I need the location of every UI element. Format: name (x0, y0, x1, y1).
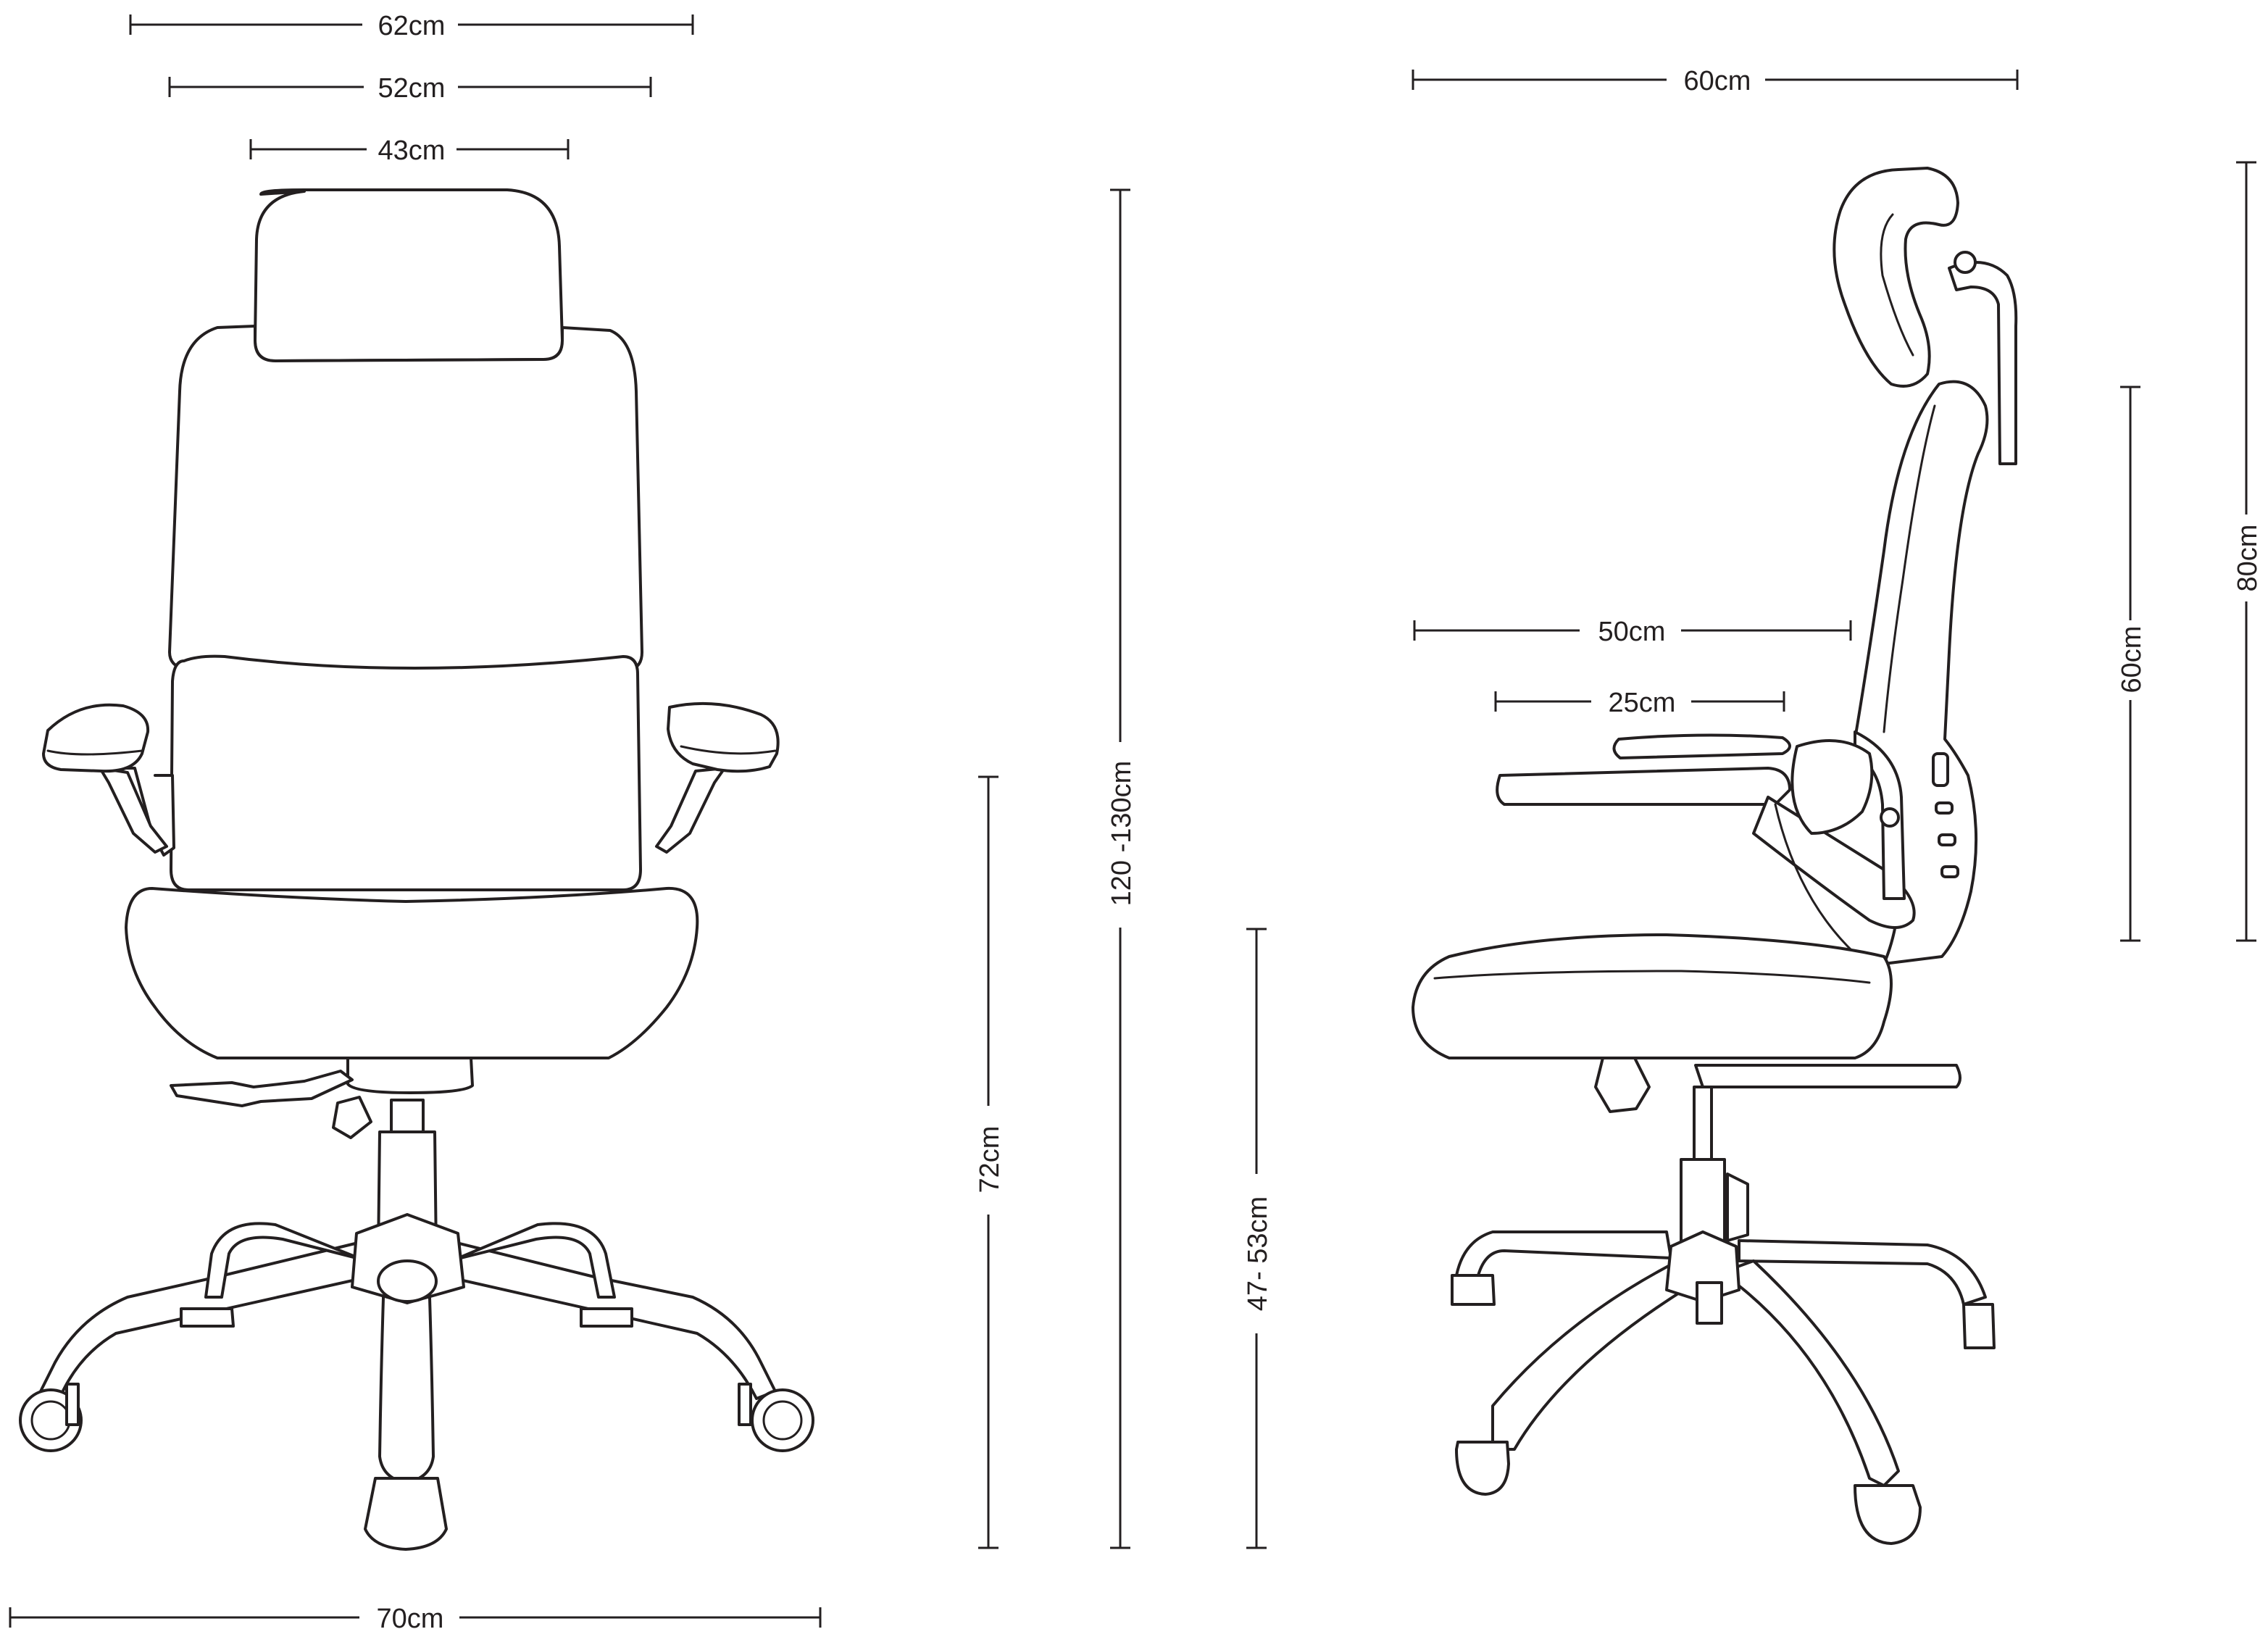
label-50cm: 50cm (1598, 617, 1666, 647)
dimension-seat-height: 47- 53cm (1243, 928, 1273, 1549)
dimension-total-height: 120 -130cm (1106, 188, 1137, 1549)
label-60cm-depth: 60cm (1684, 66, 1751, 96)
front-backrest (168, 325, 643, 671)
label-80cm: 80cm (2232, 525, 2263, 592)
dimension-total-depth: 60cm (1412, 66, 2019, 96)
label-43cm: 43cm (378, 136, 446, 166)
side-headrest (1833, 167, 1959, 388)
label-52cm: 52cm (378, 73, 446, 104)
front-view-chair (19, 188, 814, 1551)
side-armrest (1496, 730, 1916, 955)
label-70cm: 70cm (377, 1604, 444, 1634)
side-seat-support (1694, 1064, 1961, 1088)
label-60cm-back: 60cm (2117, 626, 2147, 693)
front-casters (19, 1307, 814, 1551)
front-right-armrest (655, 701, 780, 854)
dimension-arm-flip-length: 25cm (1494, 688, 1785, 718)
label-47-53cm: 47- 53cm (1243, 1196, 1273, 1311)
dimension-back-headrest-height: 80cm (2232, 161, 2263, 942)
dimension-base-width: 70cm (9, 1604, 822, 1634)
front-left-armrest (42, 703, 175, 857)
side-headrest-bracket (1948, 261, 2018, 465)
side-dimensions: 60cm 50cm 25cm 60cm (1412, 66, 2263, 942)
side-backrest (1854, 380, 1989, 965)
front-base (39, 1213, 777, 1484)
side-casters (1451, 1274, 1996, 1545)
side-gas-cylinder (1680, 1086, 1749, 1248)
dimension-back-width: 52cm (168, 73, 652, 104)
label-25cm: 25cm (1609, 688, 1676, 718)
front-dimensions: 62cm 52cm 43cm 120 -130cm (9, 11, 1273, 1634)
dimension-arm-height: 72cm (975, 775, 1005, 1549)
side-base (1455, 1230, 1987, 1487)
front-seat (125, 886, 699, 1059)
label-120-130cm: 120 -130cm (1106, 761, 1137, 907)
dimension-arm-length: 50cm (1413, 617, 1852, 647)
dimension-headrest-top-width: 62cm (129, 11, 694, 41)
dimension-headrest-width: 43cm (249, 136, 570, 166)
front-lumbar-pad (170, 654, 642, 891)
label-72cm: 72cm (975, 1126, 1005, 1194)
side-view-chair (1412, 167, 2018, 1545)
side-tilt-knob (1594, 1057, 1651, 1113)
label-62cm: 62cm (378, 11, 446, 41)
side-seat (1412, 933, 1893, 1059)
dimension-back-height: 60cm (2117, 386, 2147, 942)
side-lumbar-controls (1932, 752, 1959, 878)
front-headrest (254, 188, 564, 362)
front-mechanism (170, 1057, 474, 1139)
